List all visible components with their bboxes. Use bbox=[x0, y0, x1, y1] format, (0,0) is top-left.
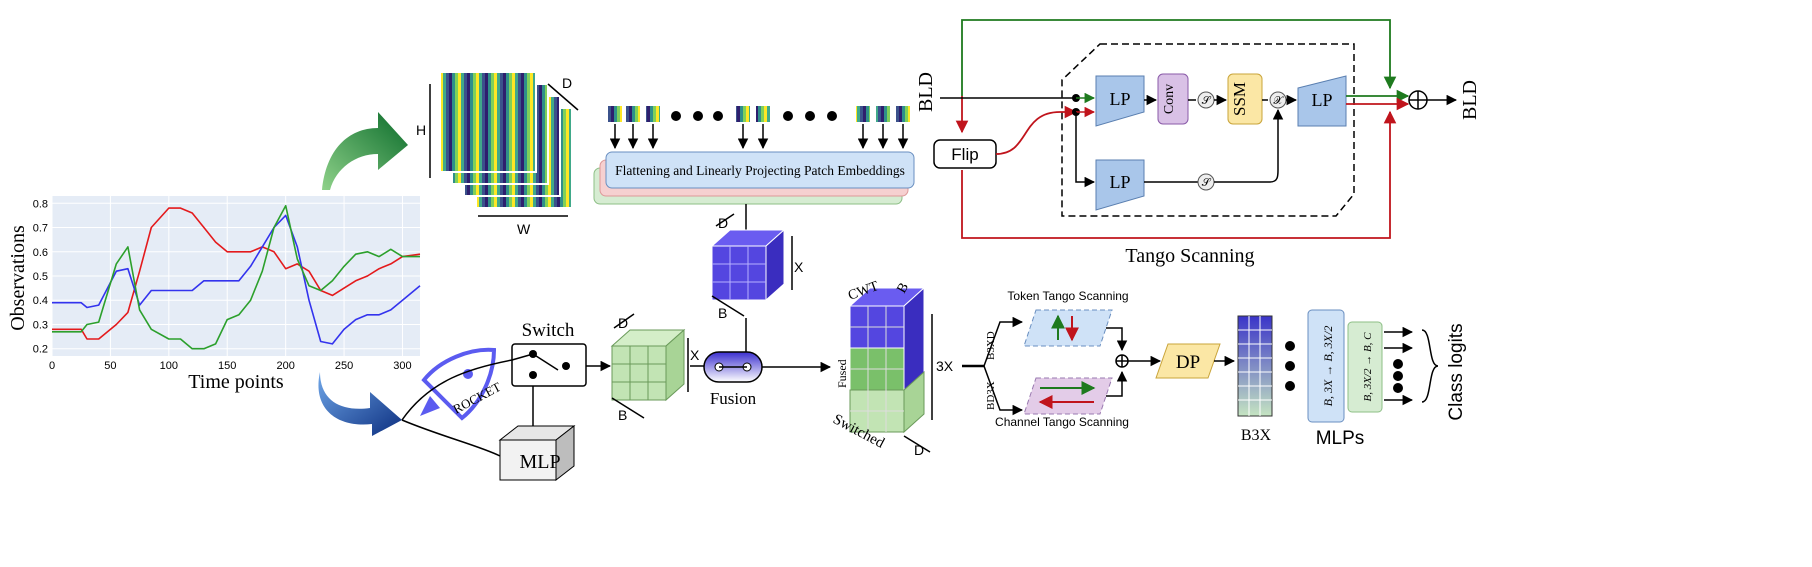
token-tango-box bbox=[1023, 309, 1113, 347]
x-tick-label: 100 bbox=[160, 360, 178, 372]
b3x-label: B3X bbox=[1241, 427, 1272, 444]
y-tick-label: 0.8 bbox=[33, 198, 48, 210]
flip-label: Flip bbox=[951, 145, 978, 164]
mlp1-label: B, 3X → B, 3X/2 bbox=[1321, 326, 1335, 407]
switch-label: Switch bbox=[522, 320, 575, 341]
b3x-matrix: B3X bbox=[1237, 315, 1295, 444]
y-tick-label: 0.5 bbox=[33, 271, 48, 283]
channel-tango-label: Channel Tango Scanning bbox=[995, 415, 1129, 429]
spectrogram-stack: H W D bbox=[416, 71, 579, 237]
d-label-blue-cube: D bbox=[718, 215, 728, 231]
x-label-blue-cube: X bbox=[794, 259, 804, 275]
x-tick-label: 300 bbox=[393, 360, 411, 372]
y-tick-label: 0.7 bbox=[33, 223, 48, 235]
y-tick-label: 0.6 bbox=[33, 247, 48, 259]
fused-label: Fused bbox=[835, 359, 849, 388]
y-tick-label: 0.2 bbox=[33, 344, 48, 356]
dp-label: DP bbox=[1176, 352, 1200, 373]
lp-label-2: LP bbox=[1109, 172, 1130, 192]
channel-tango-box bbox=[1023, 377, 1113, 415]
y-tick-label: 0.3 bbox=[33, 319, 48, 331]
patch-embedding-label: Flattening and Linearly Projecting Patch… bbox=[615, 163, 905, 178]
fusion-label: Fusion bbox=[710, 389, 757, 408]
y-ticks: 0.2 0.3 0.4 0.5 0.6 0.7 0.8 bbox=[33, 198, 48, 355]
x-tick-label: 0 bbox=[49, 360, 55, 372]
times-label: 𝒳 bbox=[1273, 95, 1284, 107]
green-cube: D X B bbox=[610, 313, 700, 423]
lp-box-3 bbox=[1297, 75, 1347, 127]
series-line-1 bbox=[52, 207, 421, 340]
b-label-blue-cube: B bbox=[718, 305, 727, 321]
ssm-box bbox=[1227, 73, 1263, 125]
y-tick-label: 0.4 bbox=[33, 295, 48, 307]
token-channel-tango: B3XD BD3X Token Tango Scanning Channel T… bbox=[962, 289, 1162, 429]
mlp-label: MLP bbox=[519, 451, 560, 473]
ssm-label: SSM bbox=[1230, 82, 1249, 116]
d-label-green-cube: D bbox=[618, 315, 628, 331]
sigma-label-2: 𝒮 bbox=[1202, 177, 1212, 189]
conv-label: Conv bbox=[1162, 84, 1177, 114]
x-tick-label: 50 bbox=[104, 360, 116, 372]
bld-output-label: BLD bbox=[1459, 80, 1481, 120]
stacked-cube: CWT B Fused Switched D 3X bbox=[830, 279, 954, 458]
series-line-3 bbox=[52, 204, 420, 350]
tango-scanning-block: BLD BLD Flip LP Conv 𝒮 SSM 𝒳 LP bbox=[915, 19, 1481, 267]
h-label: H bbox=[416, 122, 426, 138]
fusion-node: Fusion bbox=[703, 351, 763, 408]
d-label-spectrogram: D bbox=[562, 75, 572, 91]
class-logits-label: Class logits bbox=[1446, 323, 1467, 420]
lp-box-1 bbox=[1095, 75, 1145, 127]
brace-icon bbox=[1421, 329, 1439, 403]
dp-block: DP bbox=[1155, 343, 1236, 379]
switch-block: Switch bbox=[511, 320, 612, 428]
sigma-label-1: 𝒮 bbox=[1202, 95, 1212, 107]
b3xd-label: B3XD bbox=[985, 331, 997, 360]
blue-curved-arrow-icon bbox=[318, 372, 402, 436]
lp-label-3: LP bbox=[1311, 90, 1332, 110]
y-axis-label: Observations bbox=[7, 225, 29, 331]
w-label: W bbox=[517, 221, 531, 237]
lp-label-1: LP bbox=[1109, 89, 1130, 109]
tango-dashed-region bbox=[1061, 43, 1355, 217]
mlp2-label: B, 3X/2 → B, C bbox=[1362, 332, 1374, 402]
bd3x-label: BD3X bbox=[985, 381, 997, 410]
three-x-label: 3X bbox=[936, 358, 954, 374]
b-label-green-cube: B bbox=[618, 407, 627, 423]
blue-cube: D X B bbox=[710, 213, 804, 321]
rocket-icon bbox=[420, 347, 497, 421]
bld-input-label: BLD bbox=[915, 72, 937, 112]
mlp-box: MLP bbox=[498, 424, 576, 482]
patch-embedding-block: Flattening and Linearly Projecting Patch… bbox=[593, 106, 915, 232]
d-label-stacked-cube: D bbox=[914, 442, 924, 458]
x-axis-label: Time points bbox=[188, 371, 284, 393]
x-tick-label: 200 bbox=[276, 360, 294, 372]
series-line-2 bbox=[52, 214, 421, 345]
lp-box-2 bbox=[1095, 159, 1145, 211]
patch-embedding-box bbox=[605, 151, 915, 189]
token-tango-label: Token Tango Scanning bbox=[1007, 289, 1128, 303]
green-curved-arrow-icon bbox=[322, 112, 408, 190]
series-lines bbox=[52, 204, 421, 350]
conv-box bbox=[1157, 73, 1189, 125]
x-tick-label: 150 bbox=[218, 360, 236, 372]
mlps-label: MLPs bbox=[1316, 428, 1365, 449]
tango-scanning-label: Tango Scanning bbox=[1125, 245, 1254, 267]
x-label-green-cube: X bbox=[690, 347, 700, 363]
time-series-chart: 0 50 100 150 200 250 300 0.2 0.3 0.4 0.5 0.6 0.7 0.8… bbox=[7, 196, 421, 393]
mlps-block: B, 3X → B, 3X/2 B, 3X/2 → B, C MLPs Clas… bbox=[1307, 309, 1467, 449]
x-ticks: 0 50 100 150 200 250 300 bbox=[49, 360, 412, 372]
x-tick-label: 250 bbox=[335, 360, 353, 372]
